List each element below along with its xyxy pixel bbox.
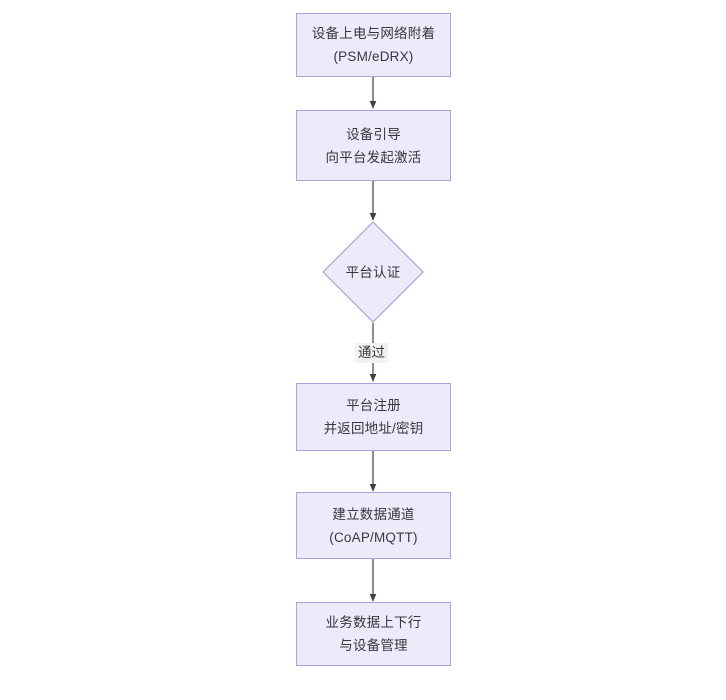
flow-node-label: 建立数据通道 (CoAP/MQTT) (329, 506, 418, 545)
flow-node-platform-auth-decision[interactable]: 平台认证 (322, 221, 424, 323)
flow-node-platform-register[interactable]: 平台注册 并返回地址/密钥 (296, 383, 451, 451)
flow-node-label: 平台注册 并返回地址/密钥 (323, 398, 424, 436)
flow-node-label: 设备上电与网络附着 (PSM/eDRX) (311, 26, 436, 64)
flow-node-label-wrap: 平台认证 (322, 221, 424, 323)
flow-node-label: 设备引导 向平台发起激活 (325, 126, 422, 165)
flow-node-device-power-on[interactable]: 设备上电与网络附着 (PSM/eDRX) (296, 13, 451, 77)
flow-node-device-bootstrap[interactable]: 设备引导 向平台发起激活 (296, 110, 451, 181)
flow-node-label: 平台认证 (345, 264, 401, 280)
diamond-shape-icon (322, 221, 424, 323)
flow-node-label: 业务数据上下行 与设备管理 (325, 615, 422, 653)
flow-node-business-data-and-device-mgmt[interactable]: 业务数据上下行 与设备管理 (296, 602, 451, 666)
edge-label-pass: 通过 (355, 343, 388, 363)
flow-node-establish-data-channel[interactable]: 建立数据通道 (CoAP/MQTT) (296, 492, 451, 559)
